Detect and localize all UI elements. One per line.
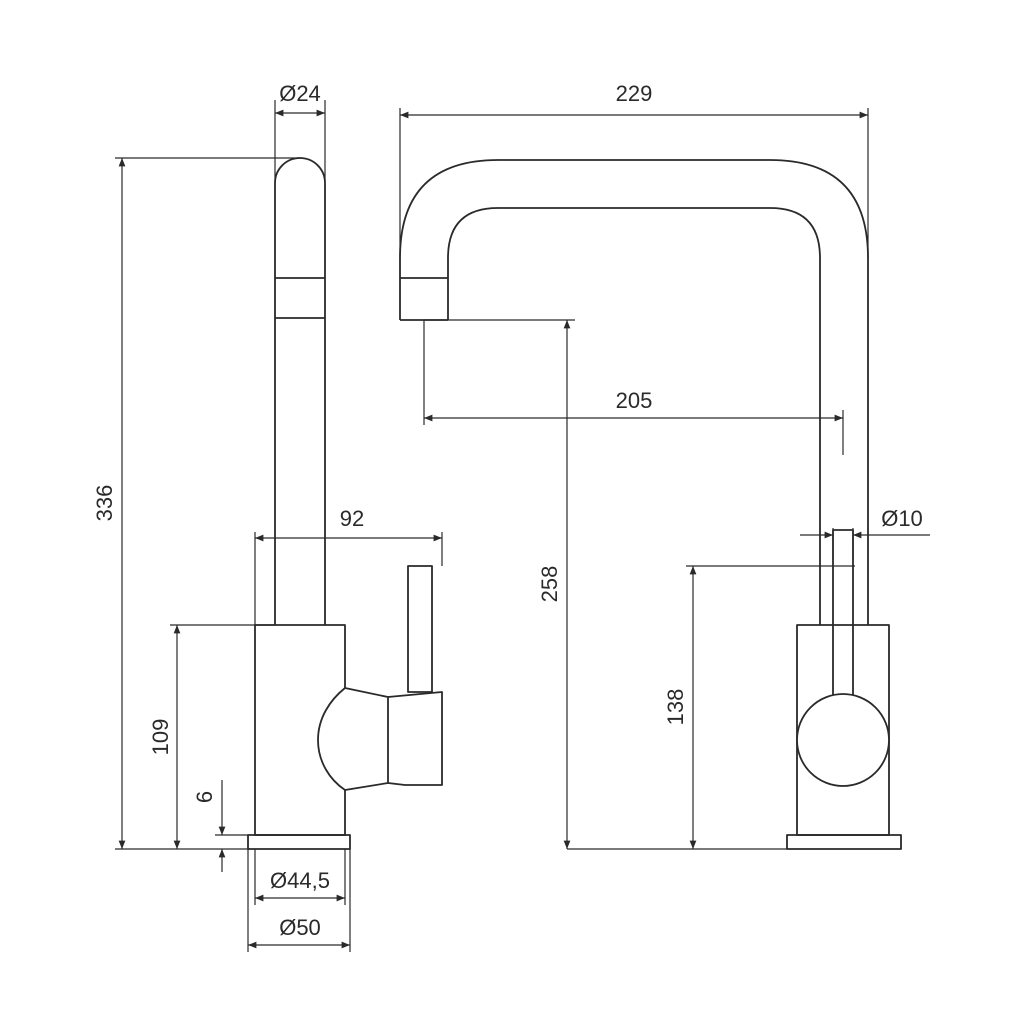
front-spout-outer <box>399 159 869 625</box>
dim-base-thickness-label: 6 <box>192 791 217 803</box>
side-handle-block <box>344 687 389 791</box>
dim-spout-outlet-height: 258 <box>424 319 787 850</box>
dim-spout-outlet-height-label: 258 <box>537 566 562 603</box>
dim-base-outer-diameter: Ø50 <box>247 849 351 952</box>
dim-handle-reach-label: 92 <box>340 506 364 531</box>
dim-base-inner-diameter: Ø44,5 <box>254 849 346 905</box>
side-handle-lever <box>407 565 433 693</box>
dim-body-height-label: 109 <box>148 719 173 756</box>
dim-handle-height: 138 <box>663 565 855 849</box>
dim-spout-diameter-label: Ø24 <box>279 81 321 106</box>
front-view: 229 205 258 138 <box>399 81 930 850</box>
side-view: Ø24 336 92 109 <box>92 81 443 952</box>
dim-handle-height-label: 138 <box>663 689 688 726</box>
front-handle-knob <box>796 693 890 787</box>
dim-handle-reach: 92 <box>254 506 443 625</box>
side-view-faucet-outline <box>247 157 443 850</box>
dim-base-thickness: 6 <box>192 780 248 872</box>
side-spout-collar <box>275 277 325 319</box>
dim-total-height: 336 <box>92 157 300 850</box>
front-base-plate <box>786 834 902 850</box>
front-view-faucet-outline <box>399 159 902 850</box>
dim-spout-diameter: Ø24 <box>274 81 326 180</box>
side-handle-lever-base <box>387 691 443 786</box>
dim-total-height-label: 336 <box>92 485 117 522</box>
dim-body-height: 109 <box>148 624 275 849</box>
dim-spout-reach: 205 <box>423 320 844 455</box>
front-spout-inner <box>447 207 821 625</box>
dim-total-width: 229 <box>399 81 869 258</box>
front-spout-collar <box>400 277 448 321</box>
front-lever-stem <box>832 529 854 696</box>
side-body <box>254 624 346 836</box>
dim-lever-diameter: Ø10 <box>800 506 930 560</box>
dim-total-width-label: 229 <box>616 81 653 106</box>
side-spout-tube <box>274 157 326 625</box>
dim-base-inner-diameter-label: Ø44,5 <box>270 868 330 893</box>
dim-lever-diameter-label: Ø10 <box>881 506 923 531</box>
dim-base-outer-diameter-label: Ø50 <box>279 915 321 940</box>
side-base-plate <box>247 834 351 850</box>
dim-spout-reach-label: 205 <box>616 388 653 413</box>
